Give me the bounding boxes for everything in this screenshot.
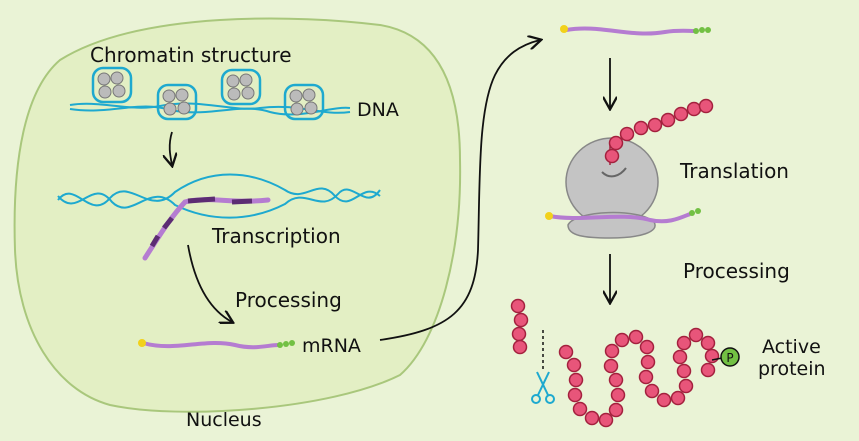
nascent-polypeptide bbox=[604, 98, 714, 165]
active-protein bbox=[558, 327, 720, 428]
mrna-label: mRNA bbox=[302, 335, 361, 357]
scissors-icon bbox=[531, 371, 555, 404]
nascent-mrna bbox=[142, 196, 271, 261]
ribosome bbox=[545, 137, 701, 239]
cleaved-fragment bbox=[510, 298, 529, 355]
transcription-label: Transcription bbox=[211, 224, 341, 248]
active-protein-label-line2: protein bbox=[758, 358, 826, 380]
nucleosome bbox=[283, 83, 325, 121]
processing-nucleus-label: Processing bbox=[235, 288, 342, 312]
cytoplasm-mrna bbox=[560, 25, 711, 36]
arrow-export bbox=[379, 40, 540, 341]
chromatin-label: Chromatin structure bbox=[90, 43, 292, 67]
nucleus-membrane bbox=[13, 17, 462, 413]
dna-label: DNA bbox=[357, 99, 399, 121]
transcription-dna bbox=[57, 173, 381, 219]
nucleus-label: Nucleus bbox=[186, 409, 262, 431]
nucleosome bbox=[91, 66, 133, 104]
active-protein-label-line1: Active bbox=[762, 336, 821, 358]
arrow-to-transcription bbox=[170, 131, 172, 165]
nucleosome bbox=[220, 68, 262, 106]
mature-mrna-nucleus bbox=[138, 339, 295, 350]
translation-label: Translation bbox=[679, 159, 789, 183]
phosphate-icon: P bbox=[711, 347, 740, 367]
nucleosome bbox=[156, 83, 198, 121]
phosphate-label: P bbox=[726, 351, 733, 365]
arrow-to-mrna bbox=[187, 244, 232, 322]
processing-protein-label: Processing bbox=[683, 259, 790, 283]
